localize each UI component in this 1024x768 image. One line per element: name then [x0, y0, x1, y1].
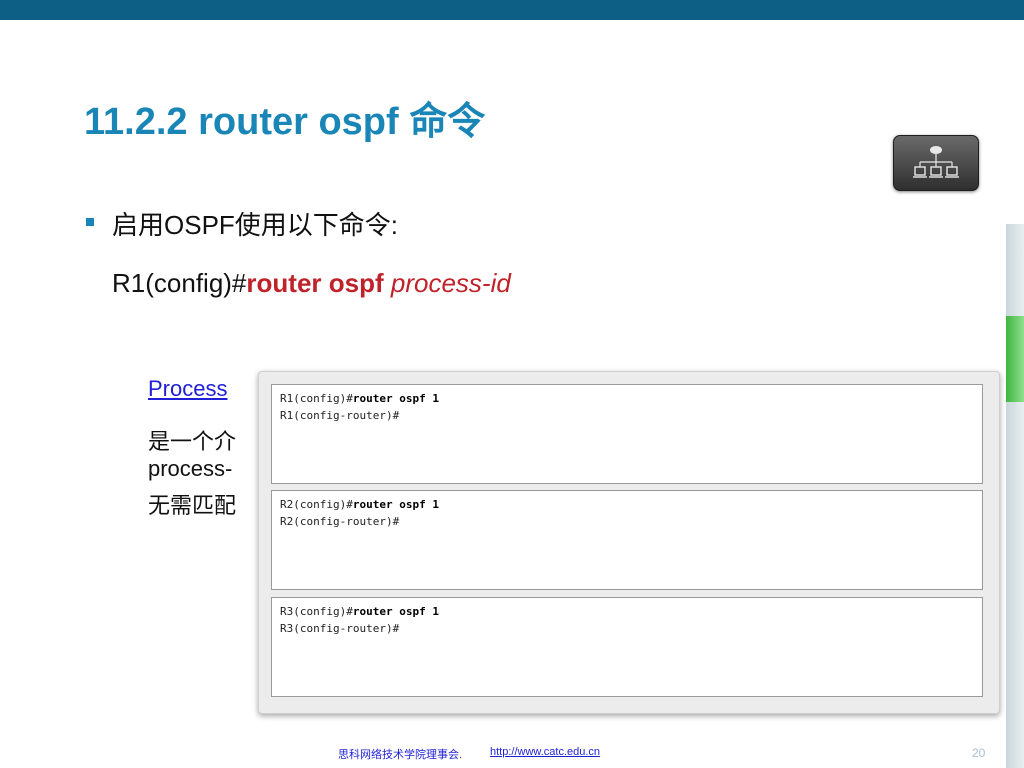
console-line: R2(config-router)#	[280, 515, 400, 528]
console-panel-r2: R2(config)#router ospf 1 R2(config-route…	[271, 490, 983, 590]
console-panel-r3: R3(config)#router ospf 1 R3(config-route…	[271, 597, 983, 697]
command-syntax: R1(config)#router ospf process-id	[112, 268, 511, 299]
console-command: router ospf 1	[352, 605, 439, 618]
network-topology-graphic	[913, 146, 959, 178]
bullet-icon	[86, 218, 94, 226]
console-line: R1(config)#router ospf 1	[280, 390, 974, 407]
side-text-line: 是一个介	[148, 429, 237, 454]
process-id-link[interactable]: Process	[148, 376, 228, 401]
page-number: 20	[972, 746, 986, 760]
console-line: R3(config-router)#	[280, 622, 400, 635]
console-command: router ospf 1	[352, 392, 439, 405]
side-text-line: 无需匹配	[148, 493, 237, 518]
console-prompt: R1(config)#	[280, 392, 353, 405]
footer-org: 思科网络技术学院理事会.	[338, 749, 463, 761]
console-panel-r1: R1(config)#router ospf 1 R1(config-route…	[271, 384, 983, 484]
command-argument: process-id	[390, 268, 511, 298]
command-prefix: R1(config)#	[112, 268, 247, 298]
console-line: R2(config)#router ospf 1	[280, 496, 974, 513]
right-edge-strip	[1006, 224, 1024, 768]
console-line: R1(config-router)#	[280, 409, 400, 422]
bullet-text: 启用OSPF使用以下命令:	[112, 210, 399, 240]
console-line: R3(config)#router ospf 1	[280, 603, 974, 620]
right-edge-accent	[1006, 316, 1024, 402]
side-text-line: process-	[148, 456, 233, 481]
console-command: router ospf 1	[352, 498, 439, 511]
slide-title: 11.2.2 router ospf 命令	[84, 101, 486, 143]
network-topology-icon[interactable]	[893, 135, 979, 191]
footer-link[interactable]: http://www.catc.edu.cn	[490, 746, 601, 758]
command-keyword: router ospf	[246, 268, 384, 298]
console-prompt: R3(config)#	[280, 605, 353, 618]
console-prompt: R2(config)#	[280, 498, 353, 511]
header-bar	[0, 0, 1024, 20]
